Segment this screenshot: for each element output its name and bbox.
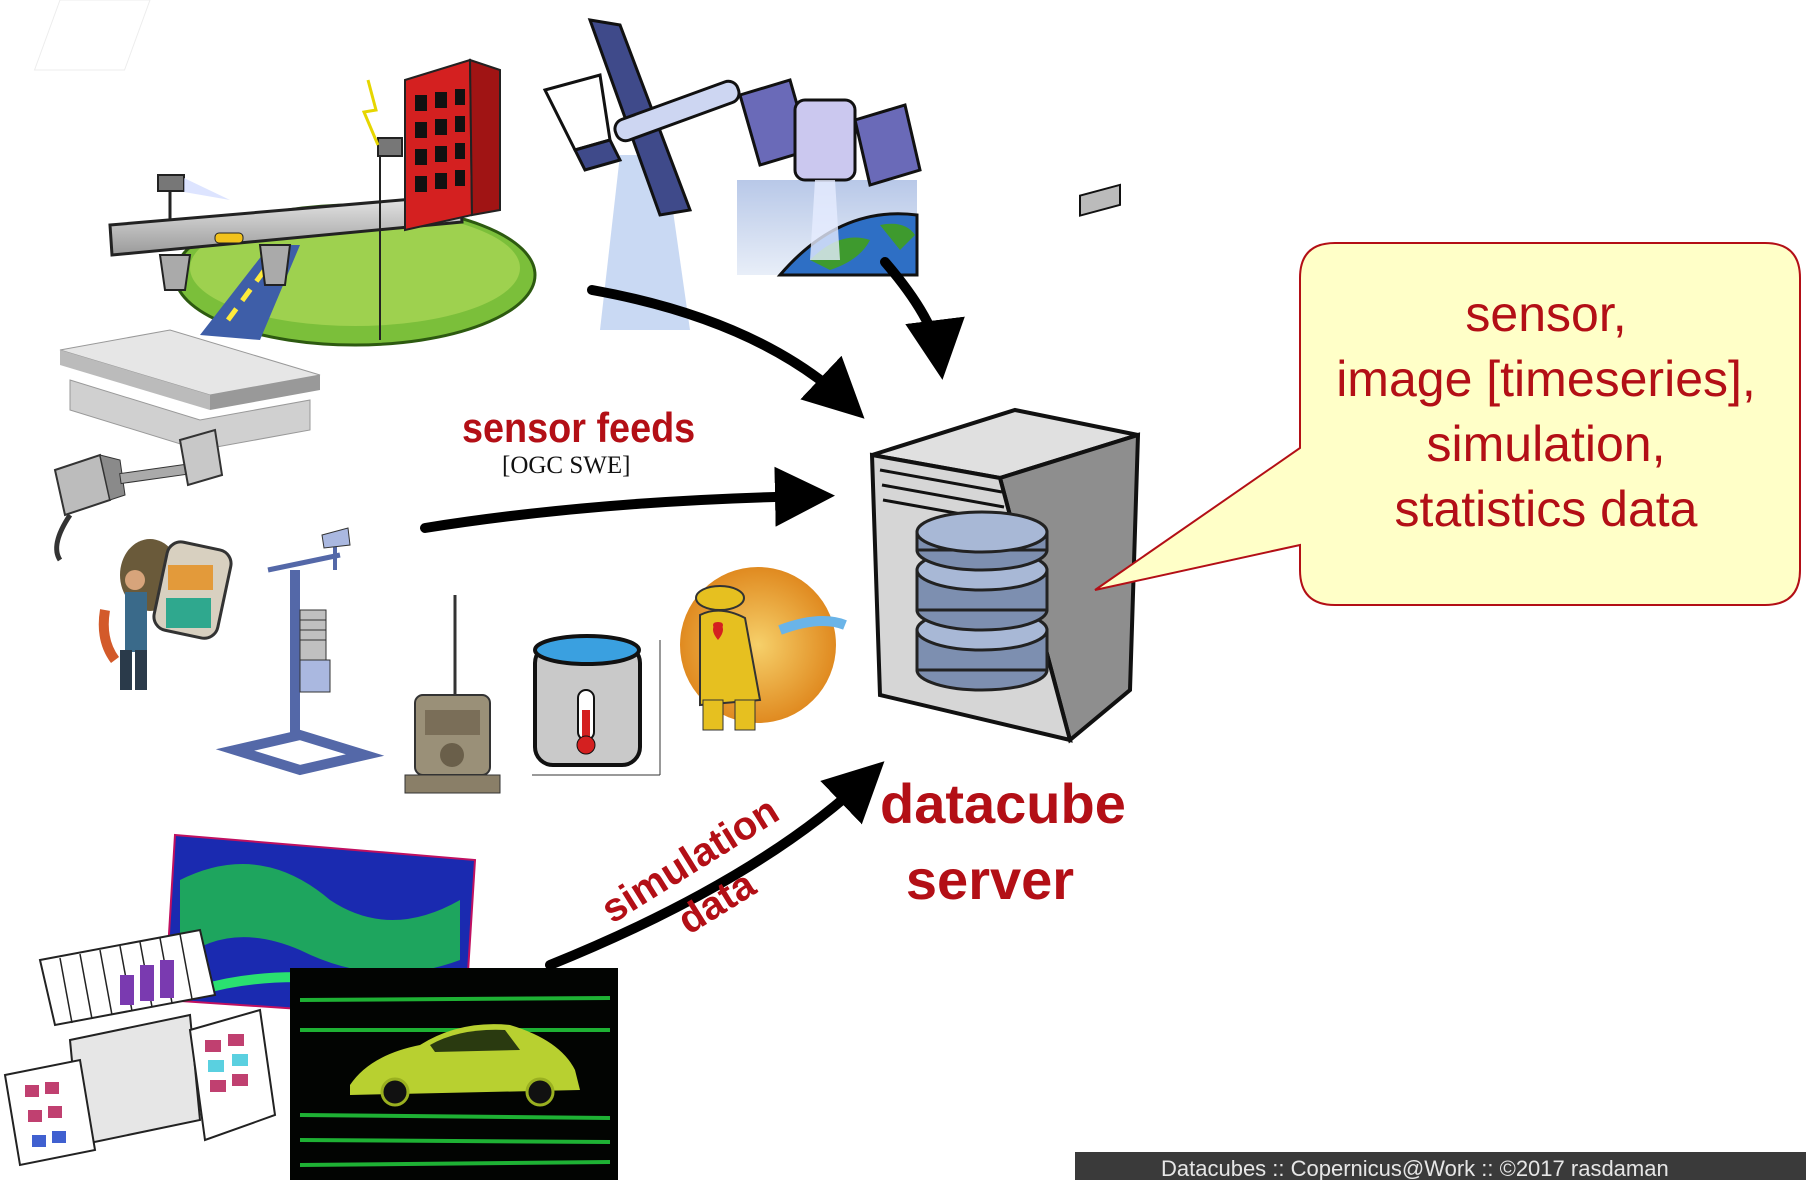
footer-bar: Datacubes :: Copernicus@Work :: ©2017 ra… (1075, 1152, 1806, 1180)
bridge-camera-icon (108, 58, 537, 347)
server-label-line2: server (905, 848, 1075, 911)
arrow-earth-to-server (880, 257, 965, 380)
water-tank-thermometer-icon (532, 634, 661, 776)
callout-line1: sensor, (1465, 286, 1627, 342)
hiker-phone-icon (98, 539, 233, 690)
gauge-device-icon (404, 595, 501, 794)
firefighter-icon (680, 567, 847, 731)
footer-text: Datacubes :: Copernicus@Work :: ©2017 ra… (1161, 1156, 1669, 1180)
server-database-icon (869, 183, 1141, 744)
server-label-line1: datacube (880, 772, 1126, 835)
callout-line3: simulation, (1426, 416, 1666, 472)
callout-line2: image [timeseries], (1336, 351, 1756, 407)
callout-text: sensor, image [timeseries], simulation, … (1296, 282, 1796, 542)
car-wind-tunnel-icon (290, 968, 618, 1180)
arrow-satellite-to-server (587, 285, 865, 419)
arrow-sensors-to-server (420, 466, 835, 533)
steel-beam-icon (59, 329, 321, 451)
callout-line4: statistics data (1394, 481, 1698, 537)
datacube-server-label: datacube server (880, 766, 1126, 918)
arrow-simulation-to-server (545, 761, 885, 970)
watermark-grid-icon (33, 0, 151, 71)
earth-satellite-icon (737, 78, 922, 277)
simulation-grid-icon (3, 833, 477, 1167)
sensor-feeds-label: sensor feeds (462, 404, 696, 451)
flow-arrows (420, 257, 965, 970)
satellite-icon (542, 18, 741, 330)
ogc-swe-label: [OGC SWE] (502, 452, 631, 479)
callout-bubble (1094, 242, 1801, 606)
weather-station-icon (215, 527, 385, 776)
laser-sensor-icon (53, 428, 224, 562)
